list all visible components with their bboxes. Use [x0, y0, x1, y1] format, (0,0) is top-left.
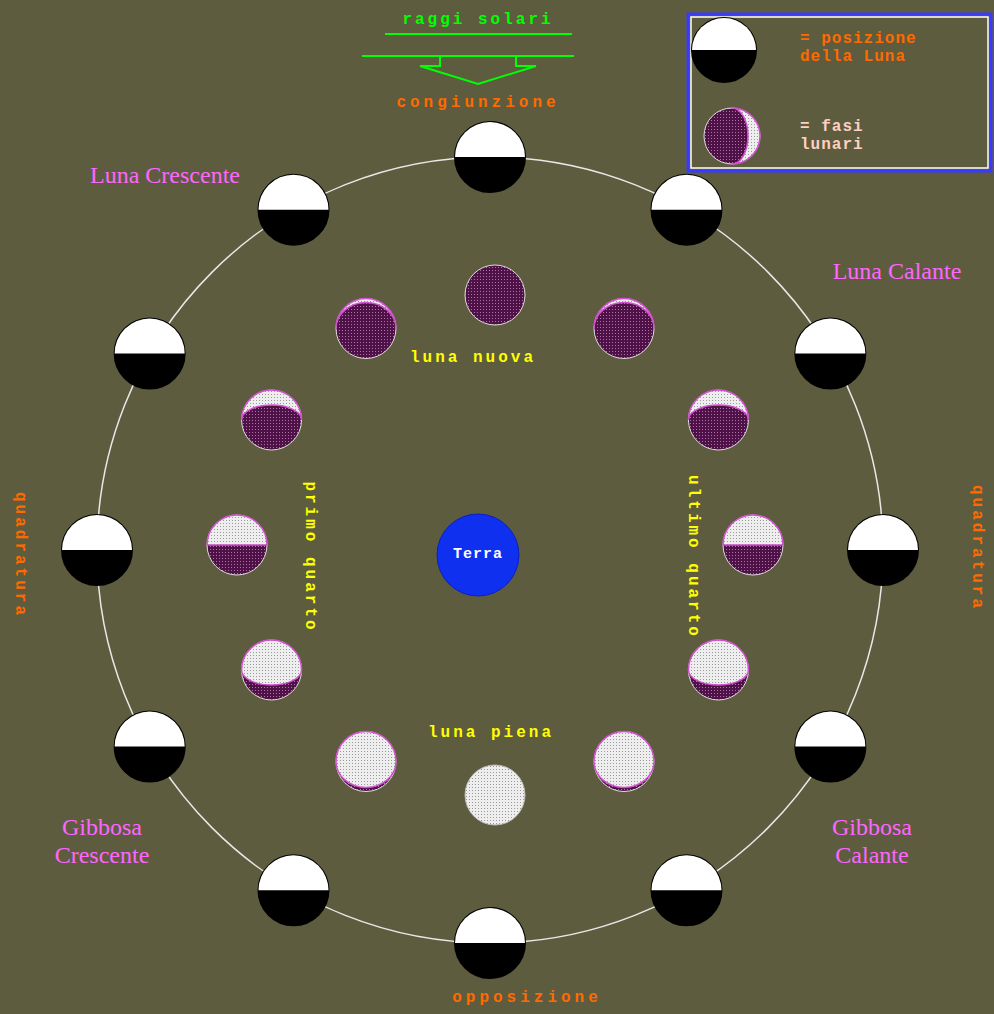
earth-label: Terra — [453, 546, 503, 564]
moon-position — [795, 319, 865, 389]
legend-text: = fasi lunari — [800, 118, 932, 155]
moon-position — [795, 712, 865, 782]
legend-phase-icon — [704, 108, 760, 164]
moon-position-lit-half — [652, 175, 722, 210]
opposition-label: opposizione — [452, 989, 602, 1007]
moon-phase-lit — [594, 732, 654, 788]
moon-phase — [336, 732, 396, 792]
moon-position — [652, 175, 722, 245]
moon-phase — [242, 390, 302, 450]
moon-phase — [594, 732, 654, 792]
moon-phase — [336, 298, 396, 358]
moon-phase-lit — [594, 298, 654, 328]
moon-position-lit-half — [115, 712, 185, 747]
moon-phase — [242, 640, 302, 700]
phase-label: luna piena — [428, 724, 554, 742]
moon-position-lit-half — [115, 318, 185, 353]
sun-ray-line — [362, 55, 440, 57]
title-underline — [385, 33, 572, 35]
moon-phase-lit — [242, 390, 302, 420]
moon-position — [848, 515, 918, 585]
sun-rays-label: raggi solari — [402, 11, 553, 29]
moon-position — [652, 855, 722, 925]
moon-position — [259, 855, 329, 925]
moon-phase-lit — [688, 390, 748, 420]
legend-frame — [688, 14, 991, 171]
phase-group-label: Gibbosa Calante — [807, 814, 937, 869]
legend-text: = posizione della Luna — [800, 30, 932, 67]
quadrature-label: quadratura — [11, 492, 29, 618]
lunar-orbit — [97, 157, 883, 943]
moon-position-lit-half — [848, 515, 918, 550]
moon-position-lit-half — [455, 122, 525, 157]
phase-label: primo quarto — [301, 481, 319, 632]
sun-ray-line — [516, 55, 574, 57]
moon-position — [455, 908, 525, 978]
moon-position — [115, 712, 185, 782]
moon-position-lit-half — [259, 175, 329, 210]
moon-phase-lit — [242, 640, 302, 685]
moon-position-lit-half — [795, 712, 865, 747]
moon-phase — [465, 265, 525, 325]
moon-position-lit-half — [259, 855, 329, 890]
moon-position — [62, 515, 132, 585]
quadrature-label: quadratura — [968, 485, 986, 611]
moon-phase — [688, 390, 748, 450]
moon-phase — [207, 515, 267, 575]
phase-label: luna nuova — [410, 349, 536, 367]
moon-position-lit-half — [455, 908, 525, 943]
phase-group-label: Luna Calante — [833, 258, 962, 286]
phase-group-label: Gibbosa Crescente — [37, 814, 167, 869]
moon-group — [62, 122, 918, 978]
legend-phase-lit — [732, 108, 760, 164]
legend-frame-inner — [691, 17, 988, 168]
moon-phase-lit — [688, 640, 748, 685]
moon-phase-lit — [723, 515, 783, 545]
phase-label: ultimo quarto — [684, 475, 702, 639]
phase-group-label: Luna Crescente — [90, 162, 240, 190]
moon-phase — [688, 640, 748, 700]
moon-phase — [594, 298, 654, 358]
moon-phase-lit — [207, 515, 267, 545]
moon-phase — [723, 515, 783, 575]
moon-position-lit-half — [652, 855, 722, 890]
moon-phase-lit — [336, 732, 396, 788]
moon-phase-lit — [336, 298, 396, 328]
moon-position — [259, 175, 329, 245]
sun-ray-arrow — [420, 56, 536, 84]
legend-moon-position-lit — [692, 18, 756, 50]
earth-circle: Terra — [436, 513, 520, 597]
moon-position-lit-half — [795, 319, 865, 354]
conjunction-label: congiunzione — [396, 94, 559, 112]
moon-position — [115, 319, 185, 389]
moon-phase-full — [465, 765, 525, 825]
moon-position-lit-half — [62, 515, 132, 550]
moon-position — [455, 122, 525, 192]
earth-disc — [437, 514, 519, 596]
legend-moon-position-icon — [692, 18, 756, 82]
